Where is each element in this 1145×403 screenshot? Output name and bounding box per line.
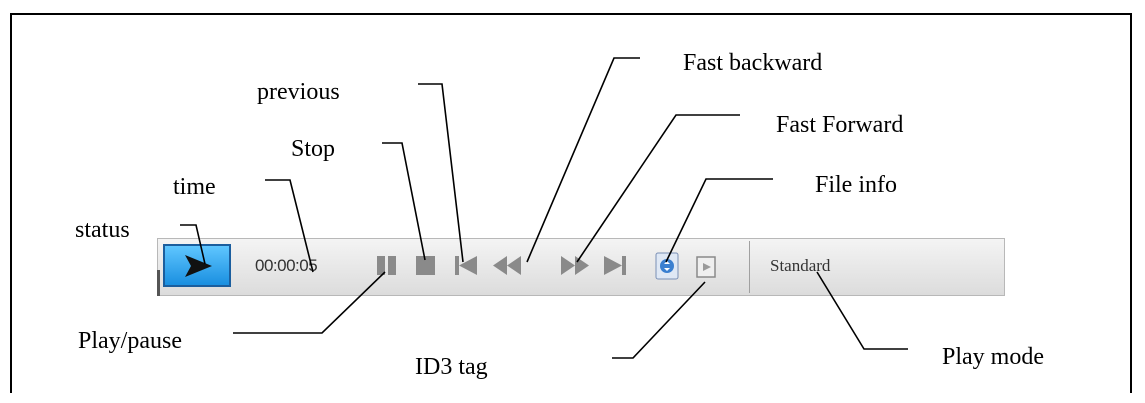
stop-icon (416, 256, 435, 275)
time-display: 00:00:05 (255, 256, 318, 275)
label-previous: previous (257, 79, 340, 105)
previous-icon (455, 256, 477, 275)
stop-button[interactable] (409, 250, 443, 280)
fast-backward-icon (493, 256, 521, 275)
callout-line-play-mode (816, 271, 908, 350)
callout-line-time (265, 179, 314, 273)
label-fast-forward: Fast Forward (776, 112, 904, 138)
label-fast-backward: Fast backward (683, 50, 823, 76)
toolbar-left-edge (157, 270, 160, 296)
pause-icon (377, 256, 396, 275)
label-file-info: File info (815, 172, 897, 198)
callout-line-stop (382, 142, 426, 261)
callout-line-fast-forward (576, 114, 740, 263)
label-play-mode: Play mode (942, 344, 1044, 370)
file-info-icon (655, 252, 679, 280)
callout-line-previous (418, 83, 464, 263)
id3-tag-button[interactable] (690, 250, 724, 280)
next-button[interactable] (598, 250, 632, 280)
callout-line-fast-backward (526, 57, 640, 263)
file-info-button[interactable] (651, 250, 685, 280)
label-status: status (75, 217, 130, 243)
label-time: time (173, 174, 216, 200)
label-play-pause: Play/pause (78, 328, 182, 354)
callout-line-status (180, 224, 206, 265)
status-button[interactable] (163, 244, 231, 287)
diagram-frame (10, 13, 1132, 393)
play-arrow-icon (185, 255, 212, 277)
label-stop: Stop (291, 136, 336, 162)
callout-line-file-info (665, 178, 773, 263)
callout-line-id3-tag (612, 281, 706, 359)
previous-button[interactable] (449, 250, 483, 280)
play-mode-display[interactable]: Standard (770, 256, 831, 275)
toolbar-separator (749, 241, 750, 293)
id3-tag-icon (696, 256, 716, 278)
fast-backward-button[interactable] (489, 250, 523, 280)
callout-line-play-pause (233, 271, 386, 334)
next-icon (604, 256, 626, 275)
label-id3-tag: ID3 tag (415, 354, 488, 380)
pause-button[interactable] (370, 250, 404, 280)
